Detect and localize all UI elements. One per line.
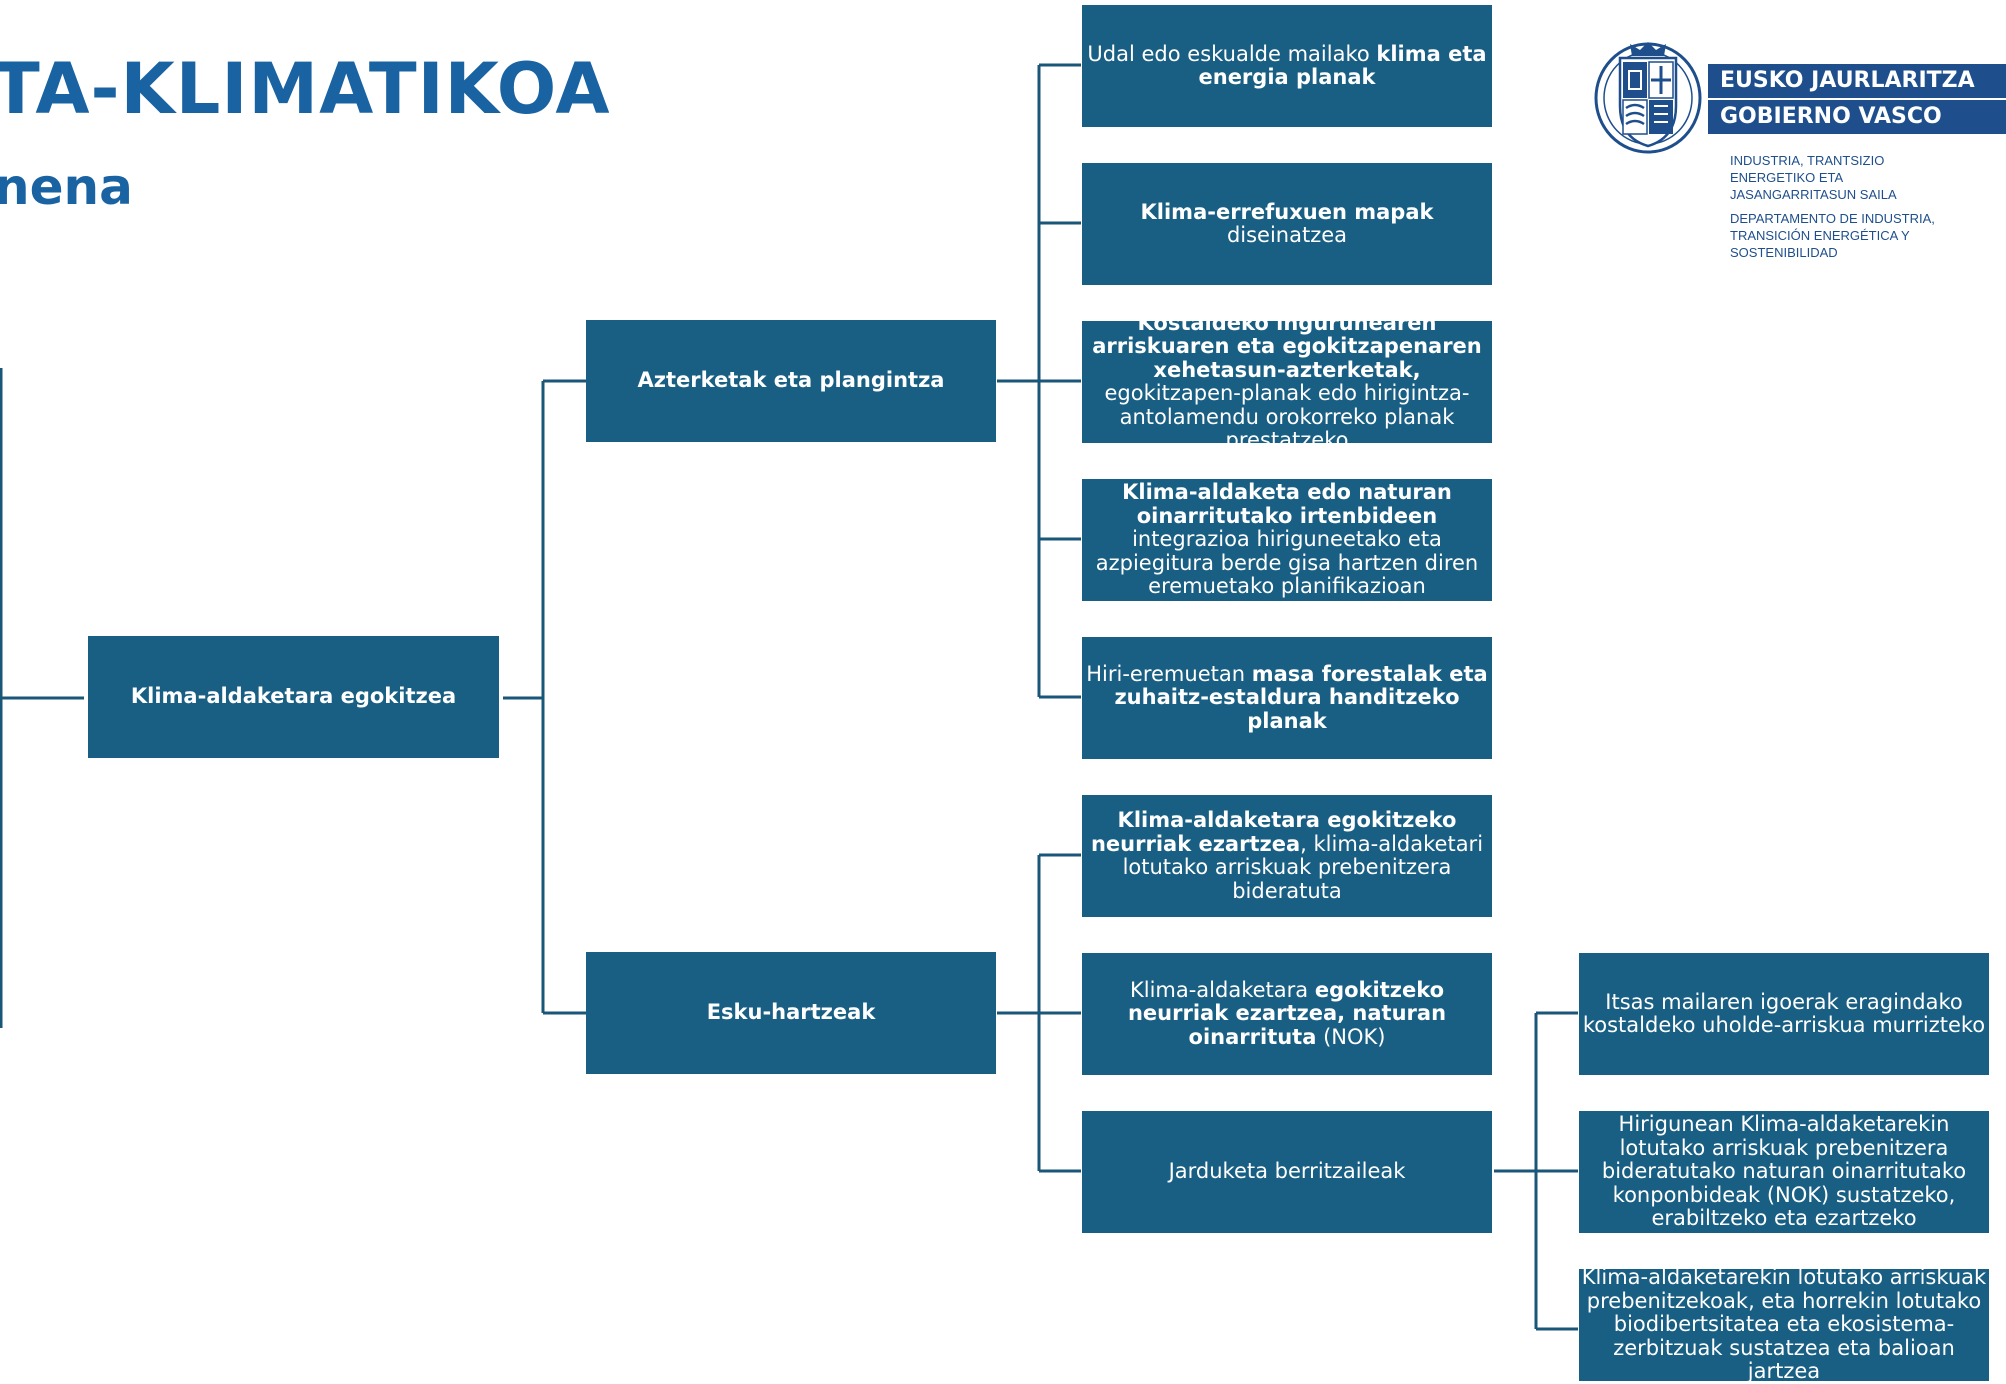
basque-coat-of-arms-icon	[1594, 42, 1702, 154]
node-inno-1: Itsas mailaren igoerak eragindako kostal…	[1579, 953, 1989, 1075]
page-title: TA-KLIMATIKOA	[0, 48, 611, 130]
node-inno-1-label: Itsas mailaren igoerak eragindako kostal…	[1582, 989, 1986, 1037]
node-plan-1-text-a: Udal edo eskualde mailako	[1087, 41, 1377, 66]
node-plan-5: Hiri-eremuetan masa forestalak eta zuhai…	[1082, 637, 1492, 759]
node-planning-label: Azterketak eta plangintza	[637, 368, 945, 393]
government-logo: EUSKO JAURLARITZA GOBIERNO VASCO INDUSTR…	[1590, 36, 2006, 266]
node-int-2-text-c: (NOK)	[1316, 1024, 1386, 1049]
node-int-3-label: Jarduketa berritzaileak	[1168, 1159, 1406, 1184]
node-int-3: Jarduketa berritzaileak	[1082, 1111, 1492, 1233]
node-plan-5-text-b: masa forestalak eta zuhaitz-estaldura ha…	[1114, 661, 1488, 733]
logo-text-gobierno-vasco: GOBIERNO VASCO	[1708, 100, 2006, 134]
node-plan-5-text-a: Hiri-eremuetan	[1086, 661, 1252, 686]
node-plan-2: Klima-errefuxuen mapak diseinatzea	[1082, 163, 1492, 285]
node-int-1-text-b: , klima-aldaketari lotutako arriskuak pr…	[1122, 831, 1484, 903]
department-name-eu: INDUSTRIA, TRANTSIZIO ENERGETIKO ETA JAS…	[1730, 153, 1897, 202]
node-plan-4: Klima-aldaketa edo naturan oinarritutako…	[1082, 479, 1492, 601]
node-int-2-text-b: egokitzeko neurriak ezartzea, naturan oi…	[1127, 977, 1447, 1049]
node-inno-3-label: Klima-aldaketarekin lotutako arriskuak p…	[1581, 1265, 1987, 1384]
node-inno-2-label: Hirigunean Klima-aldaketarekin lotutako …	[1601, 1112, 1967, 1231]
node-interventions-label: Esku-hartzeak	[706, 1000, 876, 1025]
department-name-es: DEPARTAMENTO DE INDUSTRIA, TRANSICIÓN EN…	[1730, 211, 1935, 260]
node-planning: Azterketak eta plangintza	[586, 320, 996, 442]
node-interventions: Esku-hartzeak	[586, 952, 996, 1074]
node-inno-2: Hirigunean Klima-aldaketarekin lotutako …	[1579, 1111, 1989, 1233]
node-int-2-text-a: Klima-aldaketara	[1129, 977, 1315, 1002]
node-plan-1: Udal edo eskualde mailako klima eta ener…	[1082, 5, 1492, 127]
node-plan-2-text-b: diseinatzea	[1226, 223, 1348, 247]
node-int-1: Klima-aldaketara egokitzeko neurriak eza…	[1082, 795, 1492, 917]
node-plan-4-text-a: Klima-aldaketa edo naturan oinarritutako…	[1122, 480, 1452, 528]
node-root: Klima-aldaketara egokitzea	[88, 636, 499, 758]
node-inno-3: Klima-aldaketarekin lotutako arriskuak p…	[1579, 1265, 1989, 1384]
node-plan-3-text-b: egokitzapen-planak edo hirigintza-antola…	[1104, 381, 1470, 452]
node-plan-2-text-a: Klima-errefuxuen mapak	[1140, 199, 1434, 224]
node-plan-3-text-a: Kostaldeko ingurunearen arriskuaren eta …	[1092, 310, 1482, 382]
node-root-label: Klima-aldaketara egokitzea	[130, 684, 457, 709]
node-plan-1-text-b: klima eta energia planak	[1198, 41, 1487, 89]
page-subtitle: nena	[0, 158, 133, 216]
node-plan-3: Kostaldeko ingurunearen arriskuaren eta …	[1082, 311, 1492, 452]
node-int-2: Klima-aldaketara egokitzeko neurriak eza…	[1082, 953, 1492, 1075]
node-int-1-text-a: Klima-aldaketara egokitzeko neurriak eza…	[1090, 808, 1457, 856]
node-plan-4-text-b: integrazioa hiriguneetako eta azpiegitur…	[1095, 527, 1479, 599]
logo-text-eusko-jaurlaritza: EUSKO JAURLARITZA	[1708, 64, 2006, 98]
